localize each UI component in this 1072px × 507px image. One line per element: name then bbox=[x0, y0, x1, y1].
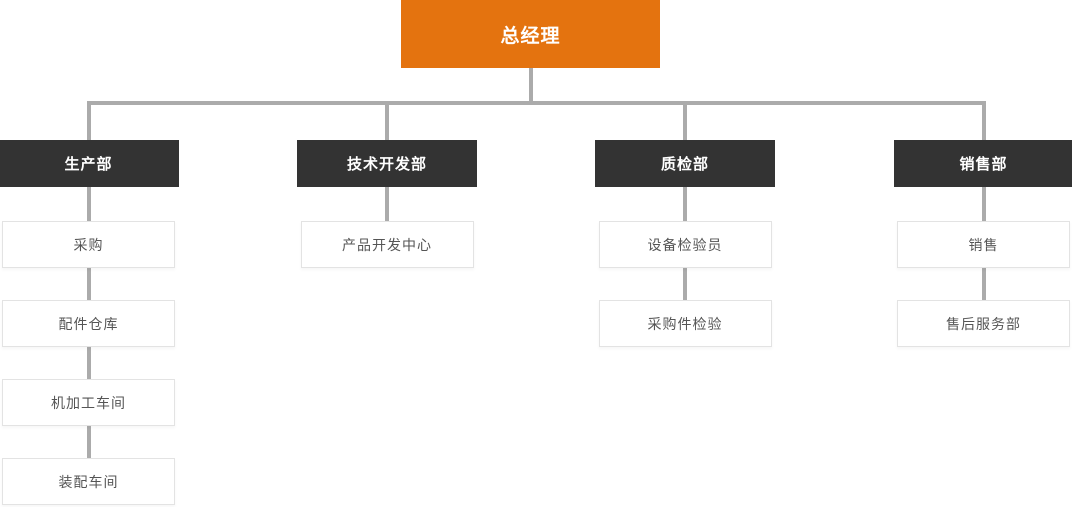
node-child-0-0[interactable]: 采购 bbox=[2, 221, 175, 268]
connector-3-1 bbox=[981, 268, 986, 300]
node-child-0-1-label: 配件仓库 bbox=[58, 315, 119, 332]
node-dept-0[interactable]: 生产部 bbox=[0, 140, 179, 187]
connector-drop-3 bbox=[981, 101, 986, 140]
node-child-0-3[interactable]: 装配车间 bbox=[2, 458, 175, 505]
node-dept-2[interactable]: 质检部 bbox=[595, 140, 775, 187]
connector-0-0 bbox=[86, 187, 91, 221]
node-child-3-1-label: 售后服务部 bbox=[946, 315, 1021, 332]
node-child-2-1[interactable]: 采购件检验 bbox=[598, 300, 772, 347]
connector-drop-0 bbox=[86, 101, 91, 140]
connector-2-1 bbox=[683, 268, 687, 300]
connector-0-2 bbox=[86, 347, 91, 379]
node-dept-2-label: 质检部 bbox=[660, 156, 709, 173]
node-dept-3[interactable]: 销售部 bbox=[893, 140, 1072, 187]
connector-root-stem bbox=[528, 68, 533, 105]
node-child-0-2[interactable]: 机加工车间 bbox=[2, 379, 175, 426]
connector-2-0 bbox=[683, 187, 687, 221]
connector-drop-1 bbox=[385, 101, 389, 140]
node-root-label: 总经理 bbox=[500, 25, 561, 47]
node-child-1-0[interactable]: 产品开发中心 bbox=[300, 221, 474, 268]
node-child-0-0-label: 采购 bbox=[73, 236, 104, 253]
node-child-2-1-label: 采购件检验 bbox=[647, 315, 723, 332]
node-child-2-0[interactable]: 设备检验员 bbox=[598, 221, 772, 268]
node-child-2-0-label: 设备检验员 bbox=[647, 236, 723, 253]
node-dept-1-label: 技术开发部 bbox=[346, 156, 427, 173]
connector-0-3 bbox=[86, 426, 91, 458]
node-child-0-1[interactable]: 配件仓库 bbox=[2, 300, 175, 347]
connector-drop-2 bbox=[683, 101, 687, 140]
node-child-0-3-label: 装配车间 bbox=[58, 473, 119, 490]
node-dept-1[interactable]: 技术开发部 bbox=[297, 140, 477, 187]
connector-bus bbox=[86, 101, 986, 105]
node-child-1-0-label: 产品开发中心 bbox=[342, 236, 432, 253]
node-dept-0-label: 生产部 bbox=[64, 156, 113, 173]
node-child-0-2-label: 机加工车间 bbox=[51, 394, 126, 411]
node-child-3-0-label: 销售 bbox=[968, 236, 999, 253]
node-child-3-0[interactable]: 销售 bbox=[897, 221, 1070, 268]
node-dept-3-label: 销售部 bbox=[959, 156, 1008, 173]
node-root[interactable]: 总经理 bbox=[401, 0, 660, 68]
connector-0-1 bbox=[86, 268, 91, 300]
connector-1-0 bbox=[385, 187, 389, 221]
node-child-3-1[interactable]: 售后服务部 bbox=[897, 300, 1070, 347]
connector-3-0 bbox=[981, 187, 986, 221]
